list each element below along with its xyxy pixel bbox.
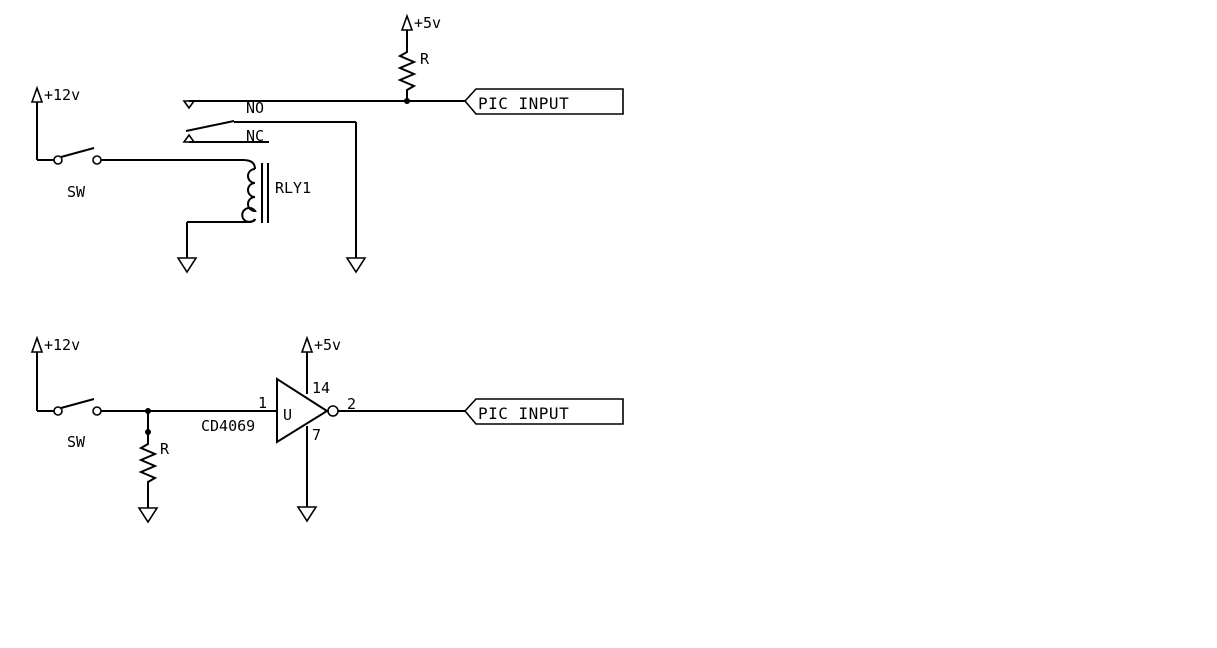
pic-input-label: PIC INPUT [478,404,569,423]
pulldown-resistor [138,432,158,508]
switch-sw [37,398,277,416]
switch-sw [37,147,243,165]
pullup-resistor [397,44,417,101]
pin-in-label: 1 [258,394,267,412]
supply-12v-symbol [30,335,44,411]
inverter-gate [276,377,465,444]
pullup-resistor-label: R [420,50,430,68]
pulldown-resistor-label: R [160,440,170,458]
relay-coil [241,159,269,223]
supply-12v-label: +12v [44,86,80,104]
supply-5v-symbol [400,13,414,44]
pin-vss-label: 7 [312,426,321,444]
gate-label: U [283,406,292,424]
supply-12v-label: +12v [44,336,80,354]
pin-vdd-label: 14 [312,379,330,397]
coil-ground [176,221,243,274]
pic-input-port [463,398,624,425]
pic-input-port [463,88,624,115]
relay-circuit: +12v SW RLY1 NO [30,13,624,274]
contact-no-label: NO [246,99,264,117]
relay-label: RLY1 [275,179,311,197]
supply-5v-label: +5v [314,336,341,354]
pic-input-label: PIC INPUT [478,94,569,113]
relay-contact-nc [182,120,367,274]
contact-nc-label: NC [246,127,264,145]
relay-contact-no [182,100,407,110]
pin-out-label: 2 [347,395,356,413]
supply-12v-symbol [30,85,44,160]
chip-label: CD4069 [201,417,255,435]
supply-5v-label: +5v [414,14,441,32]
switch-label: SW [67,433,86,451]
inverter-circuit: +12v SW R U CD4069 1 2 [30,335,624,524]
ground-symbol [296,506,318,523]
ground-symbol [137,507,159,524]
supply-5v-symbol [300,335,314,394]
switch-label: SW [67,183,86,201]
